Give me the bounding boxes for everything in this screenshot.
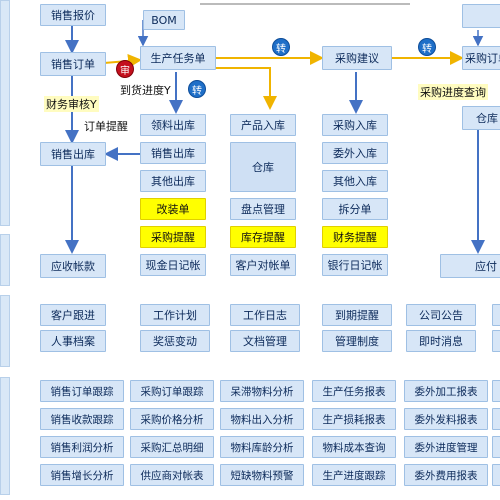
node-other-in[interactable]: 其他入库 <box>322 170 388 192</box>
report-item[interactable]: 物料出入分析 <box>220 408 304 430</box>
report-item[interactable]: 委外进度管理 <box>404 436 488 458</box>
office-item[interactable]: 人事档案 <box>40 330 106 352</box>
report-item[interactable]: 销售增长分析 <box>40 464 124 486</box>
sidebar-strip-office <box>0 295 10 367</box>
node-sales-order[interactable]: 销售订单 <box>40 52 106 76</box>
report-item[interactable]: 短缺物料预警 <box>220 464 304 486</box>
node-bom[interactable]: BOM <box>143 10 185 30</box>
sidebar-strip-finance <box>0 234 10 286</box>
report-item-edge <box>492 464 500 486</box>
office-item-edge <box>492 304 500 326</box>
report-item[interactable]: 委外加工报表 <box>404 380 488 402</box>
report-item[interactable]: 生产进度跟踪 <box>312 464 396 486</box>
office-item[interactable]: 即时消息 <box>406 330 476 352</box>
office-item[interactable]: 文档管理 <box>230 330 300 352</box>
approve-badge: 审 <box>116 60 134 78</box>
node-bank-journal[interactable]: 银行日记帐 <box>322 254 388 276</box>
node-material-out[interactable]: 领料出库 <box>140 114 206 136</box>
node-payable-edge[interactable]: 应付 <box>440 254 500 278</box>
node-cash-journal[interactable]: 现金日记帐 <box>140 254 206 276</box>
report-item-edge <box>492 408 500 430</box>
node-purchase-suggestion[interactable]: 采购建议 <box>322 46 392 70</box>
node-finance-remind[interactable]: 财务提醒 <box>322 226 388 248</box>
node-split[interactable]: 拆分单 <box>322 198 388 220</box>
node-other-out[interactable]: 其他出库 <box>140 170 206 192</box>
sidebar-strip-flow <box>0 0 10 226</box>
report-item[interactable]: 呆滞物料分析 <box>220 380 304 402</box>
label-finance-review: 财务审核Y <box>44 96 99 112</box>
node-warehouse-edge[interactable]: 仓库 <box>462 106 500 130</box>
node-sales-out-left[interactable]: 销售出库 <box>40 142 106 166</box>
report-item[interactable]: 销售订单跟踪 <box>40 380 124 402</box>
label-delivery-progress: 到货进度Y <box>120 84 171 97</box>
sidebar-strip-reports <box>0 377 10 495</box>
report-item-edge <box>492 380 500 402</box>
report-item-edge <box>492 436 500 458</box>
label-purchase-progress: 采购进度查询 <box>418 84 488 100</box>
report-item[interactable]: 销售利润分析 <box>40 436 124 458</box>
node-purchase-in[interactable]: 采购入库 <box>322 114 388 136</box>
transfer-badge-2: 转 <box>272 38 290 56</box>
office-item[interactable]: 奖惩变动 <box>140 330 210 352</box>
transfer-badge-3: 转 <box>418 38 436 56</box>
node-edge-top <box>462 4 500 28</box>
office-item[interactable]: 公司公告 <box>406 304 476 326</box>
node-sales-out-mid[interactable]: 销售出库 <box>140 142 206 164</box>
node-customer-ledger[interactable]: 客户对帐单 <box>230 254 296 276</box>
report-item[interactable]: 生产任务报表 <box>312 380 396 402</box>
node-purchase-order-edge[interactable]: 采购订单 <box>462 46 500 70</box>
node-outsource-in[interactable]: 委外入库 <box>322 142 388 164</box>
office-item[interactable]: 客户跟进 <box>40 304 106 326</box>
office-item[interactable]: 管理制度 <box>322 330 392 352</box>
report-item[interactable]: 采购价格分析 <box>130 408 214 430</box>
node-warehouse[interactable]: 仓库 <box>230 142 296 192</box>
report-item[interactable]: 物料库龄分析 <box>220 436 304 458</box>
node-stocktake[interactable]: 盘点管理 <box>230 198 296 220</box>
office-item[interactable]: 工作计划 <box>140 304 210 326</box>
node-purchase-remind[interactable]: 采购提醒 <box>140 226 206 248</box>
node-product-in[interactable]: 产品入库 <box>230 114 296 136</box>
office-item[interactable]: 工作日志 <box>230 304 300 326</box>
node-receivable[interactable]: 应收帐款 <box>40 254 106 278</box>
node-production-task[interactable]: 生产任务单 <box>140 46 216 70</box>
node-stock-remind[interactable]: 库存提醒 <box>230 226 296 248</box>
node-sales-quote[interactable]: 销售报价 <box>40 4 106 26</box>
report-item[interactable]: 生产损耗报表 <box>312 408 396 430</box>
report-item[interactable]: 供应商对帐表 <box>130 464 214 486</box>
report-item[interactable]: 委外费用报表 <box>404 464 488 486</box>
label-order-remind: 订单提醒 <box>84 120 128 133</box>
transfer-badge-1: 转 <box>188 80 206 98</box>
office-item-edge <box>492 330 500 352</box>
office-item[interactable]: 到期提醒 <box>322 304 392 326</box>
report-item[interactable]: 采购汇总明细 <box>130 436 214 458</box>
report-item[interactable]: 委外发料报表 <box>404 408 488 430</box>
report-item[interactable]: 销售收款跟踪 <box>40 408 124 430</box>
report-item[interactable]: 采购订单跟踪 <box>130 380 214 402</box>
node-rework[interactable]: 改装单 <box>140 198 206 220</box>
report-item[interactable]: 物料成本查询 <box>312 436 396 458</box>
